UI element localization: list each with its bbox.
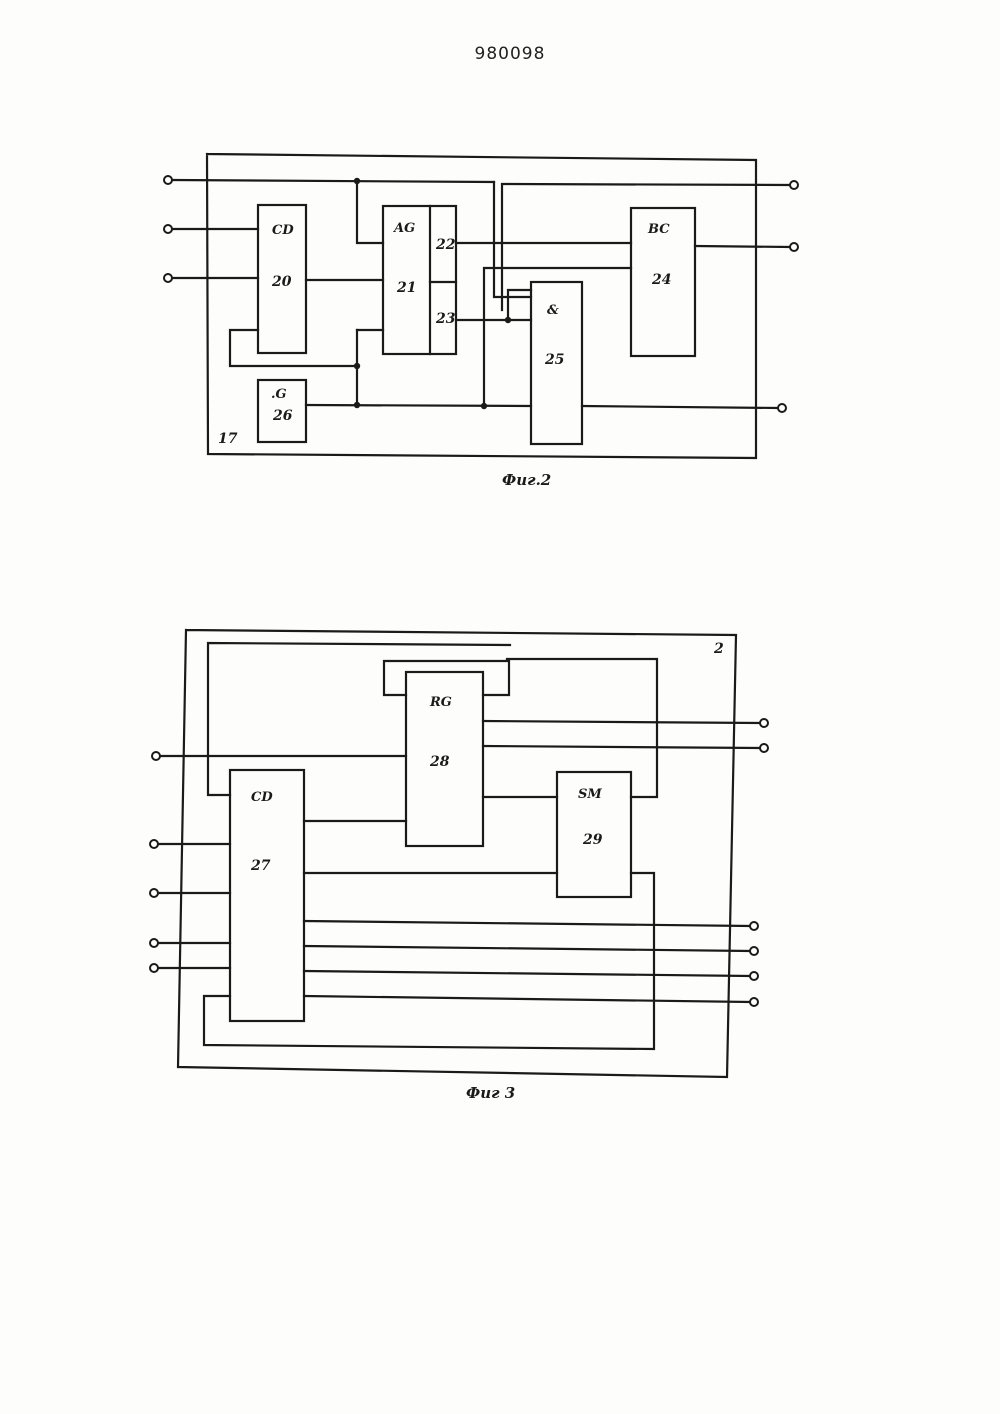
ag21-output-22: 22 bbox=[435, 237, 456, 253]
cd27-code: CD bbox=[251, 790, 273, 805]
and25-number: 25 bbox=[544, 352, 564, 368]
sm29-code: SM bbox=[578, 787, 602, 802]
and25-code: & bbox=[547, 303, 559, 318]
ag21-code: AG bbox=[392, 221, 415, 236]
rg28-code: RG bbox=[429, 695, 452, 710]
ag21-number: 21 bbox=[396, 280, 416, 296]
fig2-terminals bbox=[164, 176, 798, 412]
fig3-enclosure bbox=[178, 630, 736, 1077]
fig2-junctions bbox=[354, 178, 511, 409]
fig3-caption: Фиг 3 bbox=[466, 1084, 515, 1102]
rg28-number: 28 bbox=[429, 754, 450, 770]
sm29-number: 29 bbox=[582, 832, 603, 848]
cd20-code: CD bbox=[272, 223, 294, 238]
g26-number: 26 bbox=[272, 408, 293, 424]
ag21-output-23: 23 bbox=[435, 311, 456, 327]
cd20-number: 20 bbox=[271, 274, 292, 290]
fig2-unit-ref: 17 bbox=[218, 431, 238, 447]
bc24-code: BC bbox=[647, 222, 670, 237]
g26-code: .G bbox=[271, 387, 287, 402]
cd27-number: 27 bbox=[250, 858, 271, 874]
block-cd-27 bbox=[230, 770, 304, 1021]
figure-2: CD 20 AG 21 22 23 & 25 BC 24 .G 26 17 Фи… bbox=[164, 154, 798, 489]
fig3-unit-ref: 2 bbox=[713, 641, 724, 657]
fig3-terminals bbox=[150, 719, 768, 1006]
bc24-number: 24 bbox=[651, 272, 671, 288]
fig2-wires bbox=[172, 180, 790, 408]
figure-3: RG 28 CD 27 SM 29 2 Фиг 3 bbox=[150, 630, 768, 1102]
fig2-caption: Фиг.2 bbox=[502, 471, 551, 489]
